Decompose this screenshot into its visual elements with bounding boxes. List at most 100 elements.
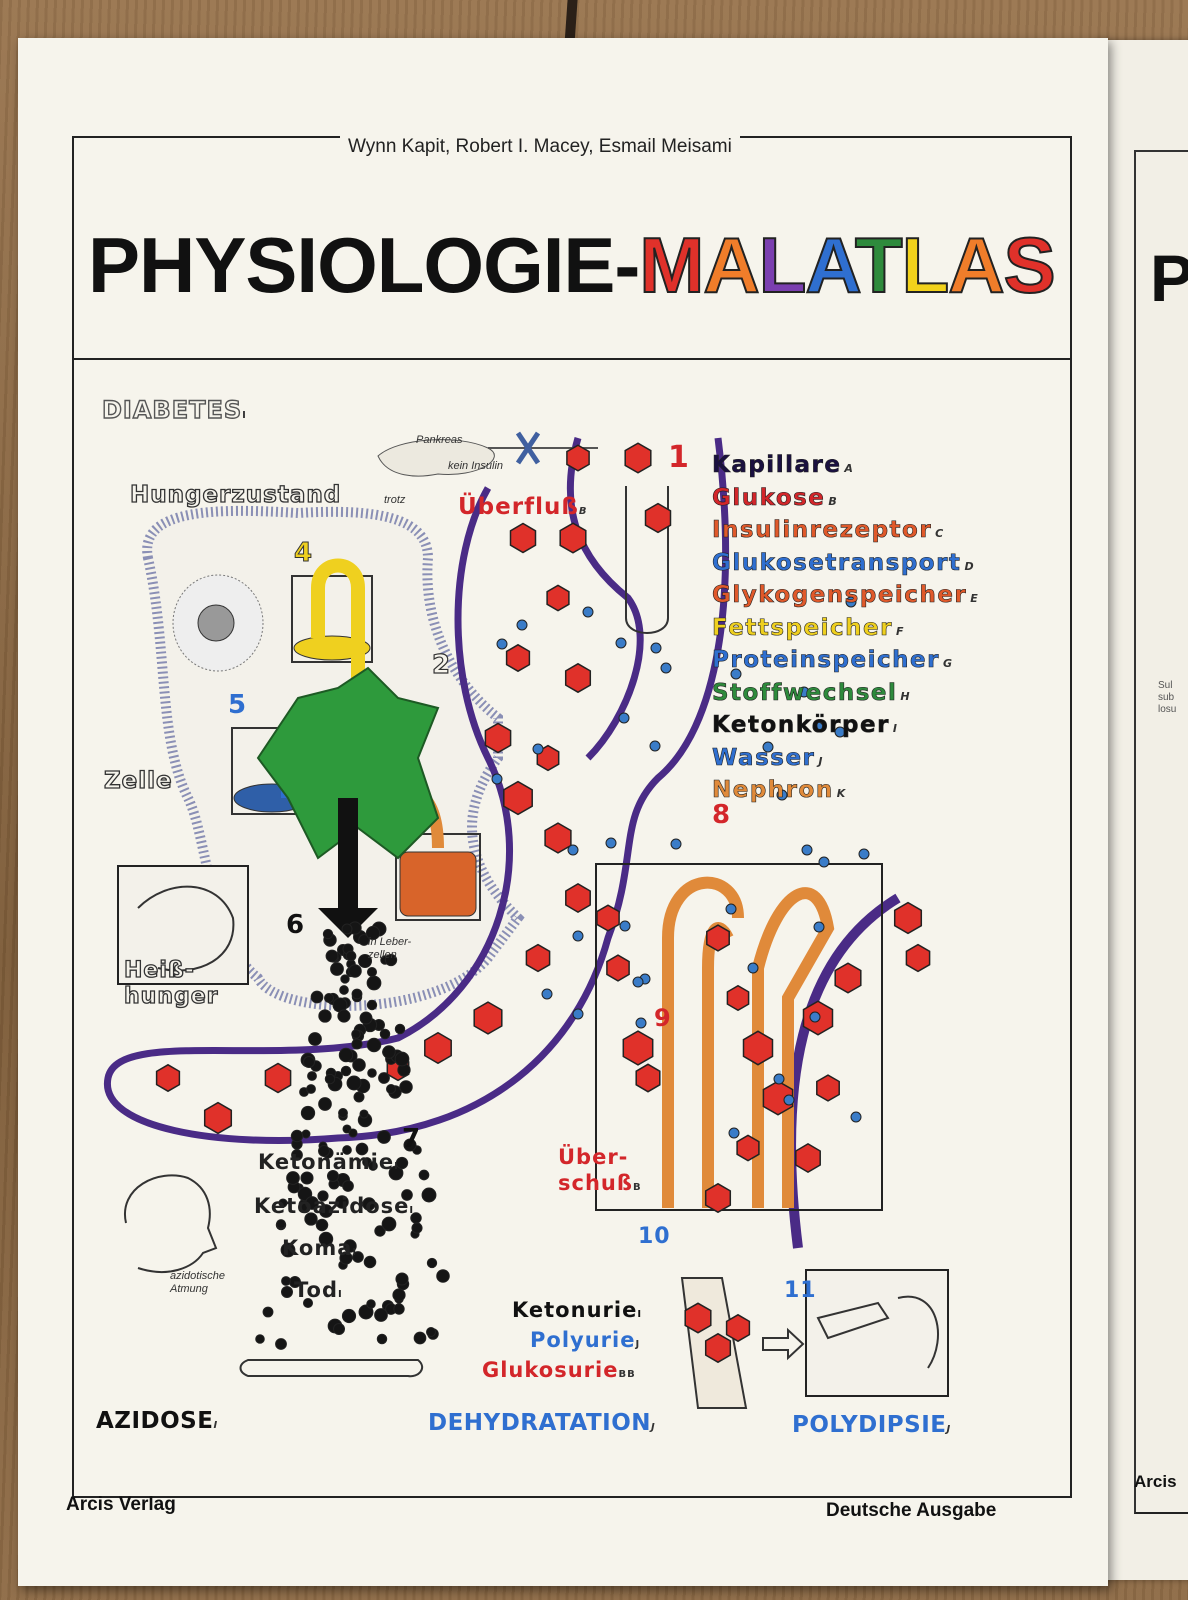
ketone-particle	[330, 962, 344, 976]
ketone-particle	[374, 1225, 386, 1237]
test-tube	[625, 486, 669, 634]
water-particle	[776, 789, 788, 801]
ketone-particle	[301, 1129, 311, 1139]
dehydration-label: DEHYDRATATIONJ	[428, 1410, 656, 1436]
pancreas	[377, 439, 495, 477]
ketone-particle	[394, 1051, 410, 1067]
water-particle	[812, 721, 824, 733]
glucose-particle	[505, 643, 531, 673]
ketone-particle	[352, 1251, 364, 1263]
ketone-particle	[343, 1239, 357, 1253]
water-particle	[747, 962, 759, 974]
no-insulin-cross	[515, 431, 541, 465]
water-particle	[858, 848, 870, 860]
ketone-particle	[338, 1047, 354, 1063]
ketone-particle	[302, 1297, 314, 1309]
glucose-particle	[704, 1332, 732, 1364]
ketone-particle	[384, 953, 398, 967]
glucose-particle	[644, 502, 672, 534]
glucose-particle	[546, 584, 570, 612]
ketone-particle	[367, 1068, 377, 1078]
glucose-particle	[624, 442, 652, 474]
number-11: 11	[784, 1278, 817, 1303]
ketone-particle	[280, 1242, 296, 1258]
polydipsia-label: POLYDIPSIEJ	[792, 1412, 951, 1438]
in-liver-label: in Leber- zellen	[368, 936, 412, 961]
pancreas-label: Pankreas	[416, 434, 463, 446]
water-particle	[834, 726, 846, 738]
ketone-particle	[374, 1308, 388, 1322]
water-particle	[660, 662, 672, 674]
ketone-particle	[351, 1038, 363, 1050]
water-particle	[572, 930, 584, 942]
ketone-particle	[425, 1326, 437, 1338]
glucose-particle	[742, 1030, 774, 1066]
ketone-particle	[305, 1196, 319, 1210]
water-particle	[567, 844, 579, 856]
water-particle	[783, 1094, 795, 1106]
ketone-particle	[318, 1231, 334, 1247]
ketone-particle	[421, 1187, 437, 1203]
glucose-particle	[509, 522, 537, 554]
polyuria-label: PolyurieJ	[530, 1328, 641, 1352]
ketone-particle	[315, 1218, 329, 1232]
glucose-particle	[566, 444, 590, 472]
water-particle	[850, 1111, 862, 1123]
ketone-particle	[363, 1255, 377, 1269]
publisher: Arcis Verlag	[66, 1494, 176, 1515]
water-particle	[632, 976, 644, 988]
ketone-particle	[355, 1142, 369, 1156]
ketone-particle	[353, 1091, 365, 1103]
number-9: 9	[654, 1004, 672, 1032]
ketone-particle	[352, 1058, 366, 1072]
ketone-particle	[403, 1138, 417, 1152]
water-particle	[730, 668, 742, 680]
title-letter: T	[854, 220, 904, 310]
water-particle	[728, 1127, 740, 1139]
ketone-particle	[335, 1195, 349, 1209]
glucose-particle	[565, 883, 591, 913]
water-particle	[798, 686, 810, 698]
water-particle	[773, 1073, 785, 1085]
title-main: PHYSIOLOGIE-	[88, 221, 640, 309]
ketone-particle	[317, 1190, 329, 1202]
second-book-text: Sul sub losu	[1158, 680, 1177, 715]
water-particle	[818, 856, 830, 868]
excess-label: Über- schußB	[558, 1145, 642, 1195]
ketone-particle	[346, 1075, 362, 1091]
second-book-title: P	[1150, 241, 1188, 315]
glucose-particle	[473, 1001, 503, 1035]
diabetes-heading: DIABETESI	[101, 395, 247, 424]
title-letter: A	[804, 220, 857, 310]
water-particle	[496, 638, 508, 650]
title-letter: S	[1003, 220, 1057, 310]
ketone-particle	[300, 1171, 314, 1185]
ketone-particle	[281, 1286, 293, 1298]
number-8: 8	[712, 800, 732, 830]
death-label: TodI	[294, 1278, 343, 1302]
number-6: 6	[286, 910, 306, 940]
drinking-panel	[805, 1269, 949, 1397]
glucose-particle	[726, 984, 750, 1012]
ketone-particle	[338, 1108, 348, 1118]
ketone-particle	[426, 1257, 438, 1269]
ketone-particle	[337, 1009, 351, 1023]
acidotic-face	[123, 1174, 218, 1273]
ketone-particle	[262, 1306, 274, 1318]
glucose-particle	[544, 822, 572, 854]
water-particle	[582, 606, 594, 618]
ketone-particle	[318, 1097, 332, 1111]
glucose-particle	[564, 662, 592, 694]
ketone-particle	[348, 964, 362, 978]
glucose-particle	[893, 901, 923, 935]
water-particle	[532, 743, 544, 755]
glucose-particle	[559, 522, 587, 554]
ketone-particle	[290, 1129, 304, 1143]
title-letter: L	[901, 220, 951, 310]
ketone-particle	[359, 1109, 369, 1119]
ketone-particle	[306, 1084, 316, 1094]
